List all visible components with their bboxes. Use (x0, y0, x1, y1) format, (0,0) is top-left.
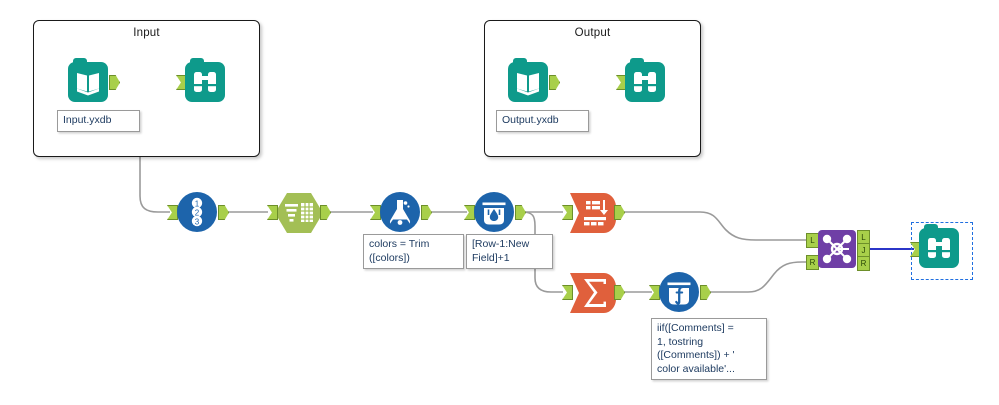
browse-icon-body (185, 58, 225, 102)
multi-field-formula-tool[interactable] (649, 272, 711, 312)
binoculars-icon (928, 238, 950, 258)
input-anchor[interactable] (562, 285, 573, 300)
join-output-anchor-L[interactable]: L (857, 230, 870, 245)
browse-icon-body (919, 224, 959, 268)
browse-tool-output[interactable] (616, 58, 665, 102)
output-anchor[interactable] (700, 285, 711, 300)
folder-notch (513, 58, 527, 66)
input-anchor[interactable] (267, 205, 278, 220)
svg-text:2: 2 (195, 208, 200, 217)
record-id-icon-body: 1 2 3 (177, 192, 217, 232)
beaker-drop-icon (482, 202, 506, 225)
folder-notch (630, 58, 644, 66)
selection-rectangle (911, 222, 973, 280)
book-icon (77, 73, 99, 96)
multi-row-formula-tool[interactable] (464, 192, 526, 232)
join-icon-body (818, 230, 856, 268)
output-anchor[interactable] (549, 75, 560, 90)
folder-notch (190, 58, 204, 66)
output-data-tool[interactable] (508, 58, 560, 102)
join-output-anchor-R[interactable]: R (857, 256, 870, 271)
multifield-expression-annotation[interactable]: iif([Comments] = 1, tostring ([Comments]… (651, 318, 767, 380)
multi-field-formula-icon-body (659, 272, 699, 312)
input-data-tool[interactable] (68, 58, 120, 102)
multirow-expression-annotation[interactable]: [Row-1:New Field]+1 (466, 234, 553, 269)
output-anchor[interactable] (109, 75, 120, 90)
folder-notch (73, 58, 87, 66)
output-anchor[interactable] (515, 205, 526, 220)
formula-icon-body (380, 192, 420, 232)
browse-icon-body (625, 58, 665, 102)
join-nodes-icon (822, 234, 852, 264)
select-icon-body (275, 193, 323, 233)
output-file-annotation[interactable]: Output.yxdb (496, 110, 589, 132)
output-anchor[interactable] (614, 285, 625, 300)
browse-tool-input[interactable] (176, 58, 225, 102)
formula-tool[interactable] (370, 192, 432, 232)
summarize-tool[interactable] (562, 272, 625, 319)
select-tool[interactable] (267, 191, 331, 240)
output-anchor[interactable] (218, 205, 229, 220)
input-file-annotation[interactable]: Input.yxdb (57, 110, 140, 132)
wire-transpose-to-join-left (617, 211, 808, 241)
numbers-123-icon: 1 2 3 (191, 197, 203, 226)
folder-notch (924, 224, 938, 232)
formula-expression-annotation[interactable]: colors = Trim ([colors]) (363, 234, 464, 269)
binoculars-icon (634, 72, 656, 92)
wire-multi-field-to-join-right (707, 261, 808, 293)
svg-text:3: 3 (195, 217, 200, 226)
output-anchor[interactable] (421, 205, 432, 220)
summarize-icon-body (570, 273, 616, 313)
beaker-f-icon (667, 282, 691, 305)
record-id-tool[interactable]: 1 2 3 (167, 192, 229, 232)
transpose-tool[interactable] (562, 192, 625, 239)
output-anchor[interactable] (614, 205, 625, 220)
book-icon (517, 73, 539, 96)
transpose-icon-body (570, 193, 616, 233)
browse-tool-final[interactable] (910, 224, 959, 268)
container-title-input: Input (133, 27, 160, 39)
output-data-icon-body (508, 58, 548, 102)
multi-row-formula-icon-body (474, 192, 514, 232)
svg-text:1: 1 (195, 199, 200, 208)
binoculars-icon (194, 72, 216, 92)
output-anchor[interactable] (320, 205, 331, 220)
flask-icon (389, 200, 411, 226)
input-anchor[interactable] (562, 205, 573, 220)
input-data-icon-body (68, 58, 108, 102)
container-title-output: Output (574, 27, 611, 39)
